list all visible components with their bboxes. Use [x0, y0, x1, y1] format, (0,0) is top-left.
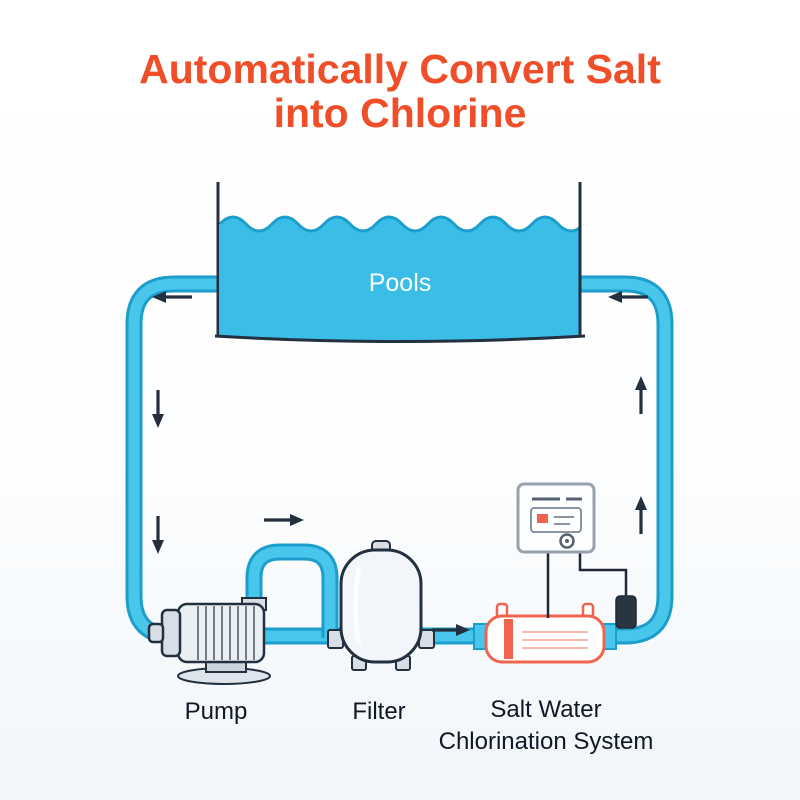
flow-arrow-down-upper-icon [152, 390, 164, 428]
chlorinator-cell [473, 602, 617, 664]
flow-arrow-down-lower-icon [152, 516, 164, 554]
flow-arrow-up-lower-icon [635, 496, 647, 534]
pump-illustration [147, 597, 271, 685]
pool-label: Pools [369, 269, 432, 297]
pool: Pools [214, 182, 586, 343]
pipe-sensor-connector [615, 595, 637, 629]
panel-pipe-wire [578, 552, 628, 600]
panel-dial-dot [565, 539, 569, 543]
title-line-1: Automatically Convert Salt [139, 46, 661, 92]
component-labels: Pump Filter Salt Water Chlorination Syst… [185, 696, 654, 755]
filter-illustration [327, 540, 435, 671]
pool-water [220, 217, 581, 342]
pump-filter-pipe-inner [248, 546, 336, 638]
flow-arrow-left-top-icon [152, 291, 192, 303]
flow-arrow-right-cell-icon [432, 624, 470, 636]
chlorinator-label-line-2: Chlorination System [439, 728, 654, 755]
cell-electrode-band [504, 619, 513, 659]
flow-arrow-right-pump-icon [264, 514, 304, 526]
panel-display-lines [554, 516, 574, 525]
pool-walls [216, 182, 582, 337]
pump-end-cap [160, 608, 182, 658]
title-line-2: into Chlorine [274, 90, 527, 136]
page-title: Automatically Convert Salt into Chlorine [139, 46, 661, 136]
filter-tank [339, 548, 423, 664]
water-wave-line [219, 215, 581, 233]
panel-display-indicator [537, 514, 548, 523]
pump-motor-body [176, 602, 266, 664]
control-panel [516, 482, 637, 629]
chlorinator-label-line-1: Salt Water [490, 696, 601, 723]
flow-arrow-up-upper-icon [635, 376, 647, 414]
pump-label: Pump [185, 698, 248, 725]
cell-plates [522, 631, 588, 649]
flow-arrows [152, 291, 648, 636]
pool-bottom [214, 334, 586, 343]
pump-filter-pipe-outer [245, 543, 339, 638]
filter-label: Filter [352, 698, 405, 725]
cell-body [484, 614, 606, 664]
flow-arrow-left-top-right-icon [608, 291, 648, 303]
pump-fins [197, 606, 255, 660]
pump-inlet-nub [147, 622, 165, 644]
filter-highlight [353, 567, 362, 645]
